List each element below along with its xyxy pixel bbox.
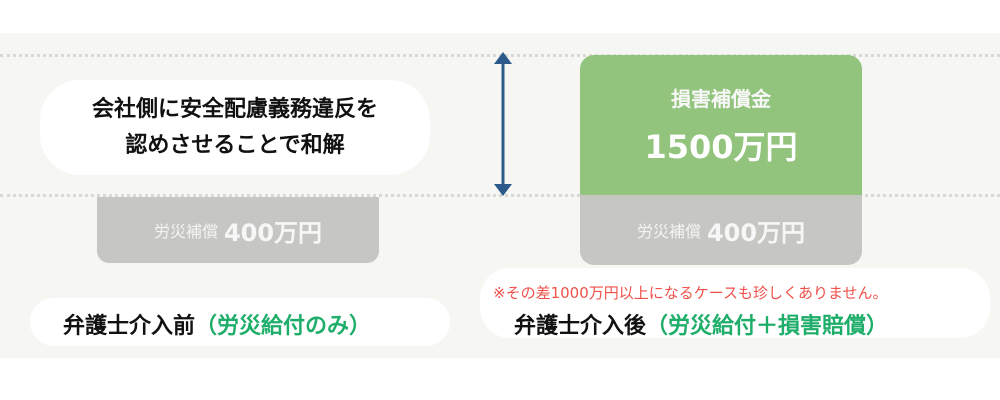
message-line-2: 認めさせることで和解 [125, 133, 345, 158]
dotted-line-top [0, 54, 1000, 57]
message-bubble [40, 80, 430, 175]
rosai-label: 労災補償 [153, 222, 218, 241]
difference-arrow-icon [494, 52, 512, 196]
after-caption: 弁護士介入後（労災給付＋損害賠償） [514, 308, 888, 340]
message: 会社側に安全配慮義務違反を 認めさせることで和解 [40, 92, 430, 164]
caption-bubble [30, 298, 450, 346]
dotted-line-bottom [0, 194, 1000, 197]
damages-box: 損害補償金 1500万円 [580, 55, 862, 195]
before-caption: 弁護士介入前（労災給付のみ） [63, 308, 371, 340]
caption-main: 弁護士介入後 [514, 314, 647, 339]
damages-amount: 1500万円 [644, 127, 798, 166]
rosai-amount: 400万円 [223, 218, 323, 247]
rosai-amount: 400万円 [706, 218, 806, 247]
caption-paren: （労災給付＋損害賠償） [646, 314, 889, 339]
caption-main: 弁護士介入前 [63, 314, 196, 339]
note-bubble [480, 268, 990, 338]
after-rosai-box: 労災補償 400万円 [580, 195, 862, 265]
damages-label: 損害補償金 [671, 86, 771, 111]
caption-paren: （労災給付のみ） [195, 314, 372, 339]
note-text: ※その差1000万円以上になるケースも珍しくありません。 [493, 284, 888, 302]
rosai-label: 労災補償 [636, 222, 701, 241]
before-rosai-box: 労災補償 400万円 [97, 197, 379, 263]
message-line-1: 会社側に安全配慮義務違反を [91, 97, 378, 122]
